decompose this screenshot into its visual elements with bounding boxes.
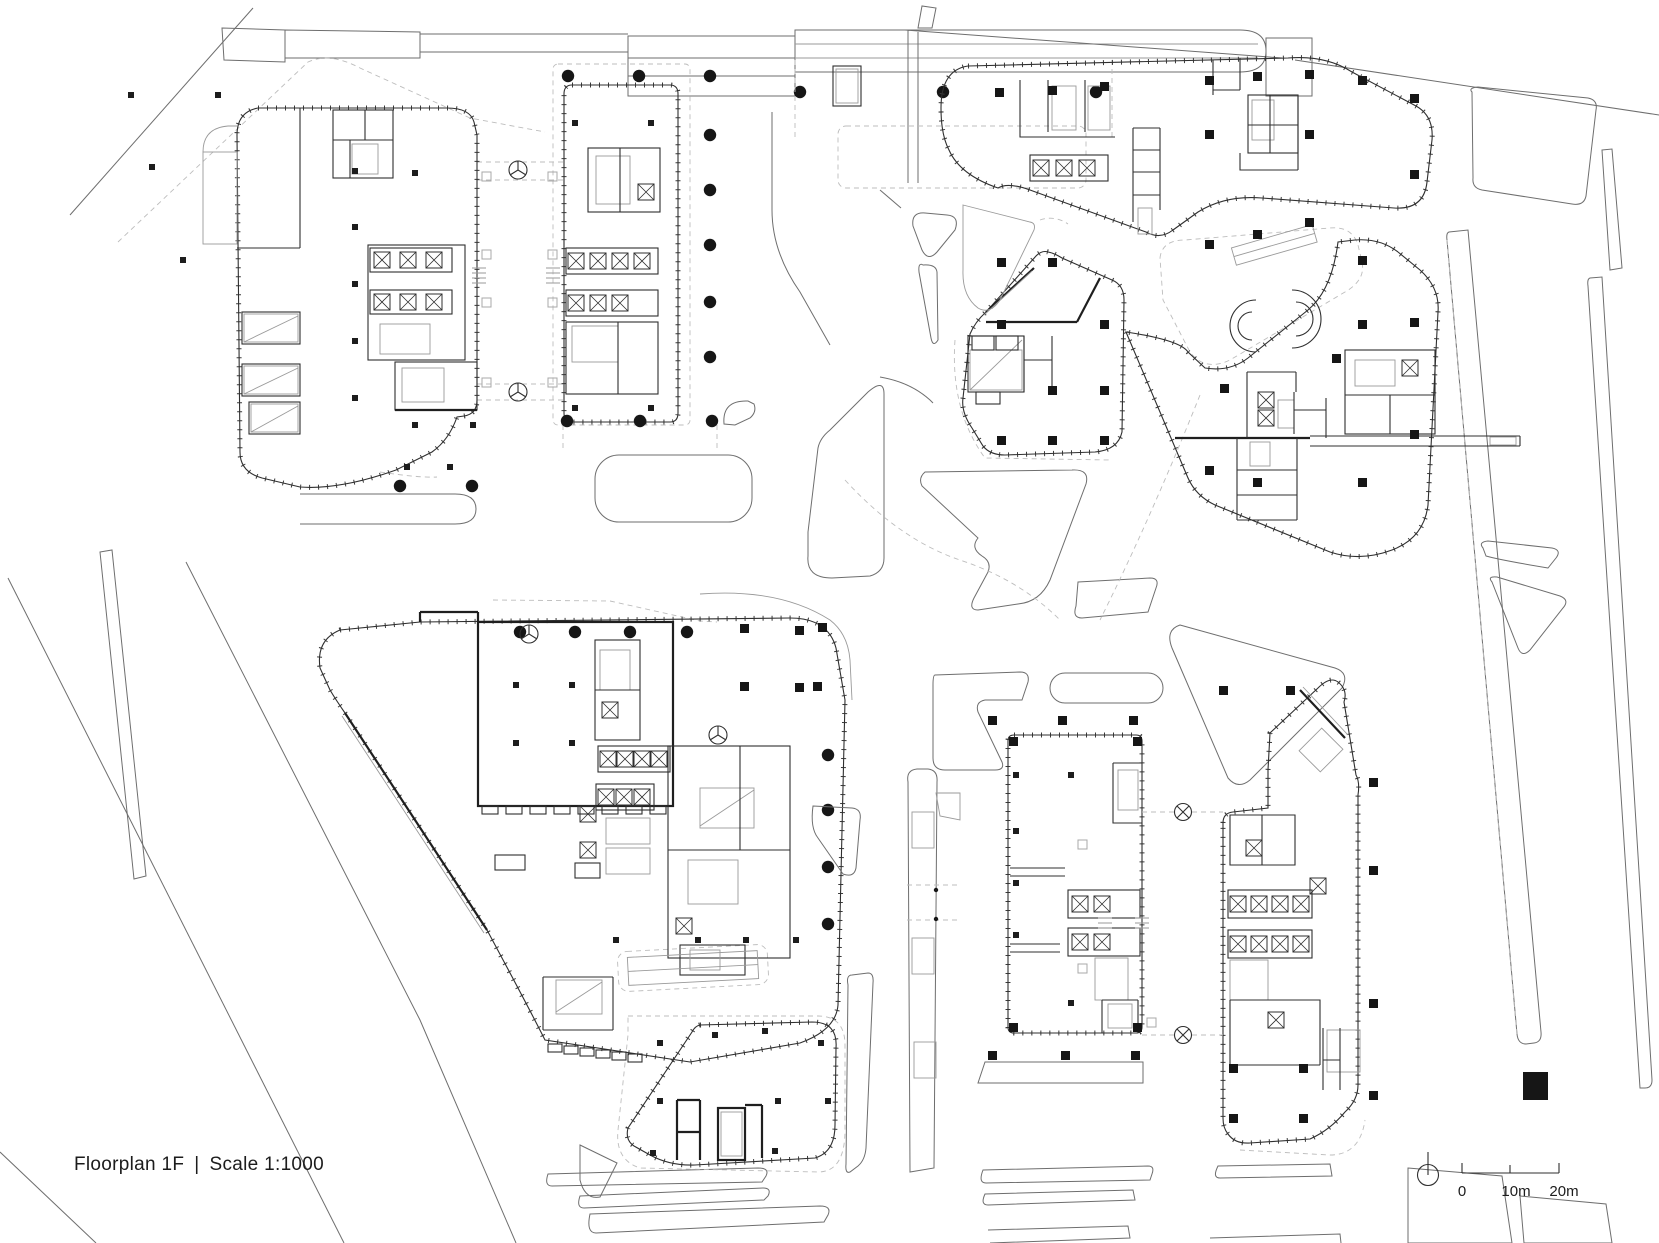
north-compass [1416, 1152, 1440, 1187]
core-a1 [367, 244, 478, 412]
atrium-hall [476, 620, 675, 808]
scale-label-20m: 20m [1549, 1183, 1578, 1200]
wing-rooms-c [494, 854, 746, 1063]
scale-label-0: 0 [1458, 1183, 1466, 1200]
core-b3 [1175, 349, 1521, 521]
perimeter-columns-a [393, 69, 719, 493]
dashed-boundaries [117, 57, 1518, 1173]
rooms-a1-top [332, 109, 394, 179]
crossed-circle-icon [1173, 1025, 1193, 1045]
scale-bar: 0 10m 20m [1458, 1163, 1579, 1200]
sheet-caption: Floorplan 1F | Scale 1:1000 [74, 1154, 324, 1176]
reflecting-pool [594, 454, 753, 523]
core-b1 [1019, 58, 1299, 235]
stair-box-top [832, 65, 862, 107]
crossed-circle-icon [1173, 802, 1193, 822]
escalator-band [1230, 224, 1318, 266]
building-cluster-northeast [941, 58, 1521, 557]
core-e1 [1010, 762, 1142, 1033]
ramp-hatch [962, 204, 1035, 311]
caption-scale: Scale 1:1000 [209, 1154, 325, 1175]
road-island-teardrop [807, 385, 885, 579]
building-cluster-northwest [128, 69, 719, 493]
building-pavilion-south [626, 950, 836, 1165]
building-cluster-centerwest [319, 592, 861, 1063]
node-circle-icon [508, 382, 528, 402]
node-circle-icon [519, 624, 539, 644]
building-cluster-southeast [935, 680, 1378, 1143]
core-a2 [565, 147, 661, 395]
core-d [675, 1098, 764, 1162]
node-circle-icon [508, 160, 528, 180]
escalator-band [626, 950, 760, 986]
scale-label-10m: 10m [1501, 1183, 1530, 1200]
core-c [579, 639, 791, 959]
landscape-triangle [1169, 624, 1346, 785]
core-e2 [1227, 686, 1361, 1090]
caption-title: Floorplan 1F [74, 1154, 185, 1175]
site-solid-block [1523, 1072, 1548, 1100]
elevated-rail-band [221, 5, 1659, 183]
link-symbols-a [472, 160, 560, 402]
caption-separator: | [194, 1154, 200, 1175]
landscape-bean [1049, 672, 1164, 704]
node-circle-icon [708, 725, 728, 745]
core-b2 [967, 267, 1101, 405]
parking-loops [1229, 289, 1322, 353]
road-median-strip [907, 768, 938, 1173]
road-island-seven [920, 469, 1088, 611]
link-symbols-e [1077, 802, 1223, 1045]
stairs-a1-west [241, 311, 301, 435]
